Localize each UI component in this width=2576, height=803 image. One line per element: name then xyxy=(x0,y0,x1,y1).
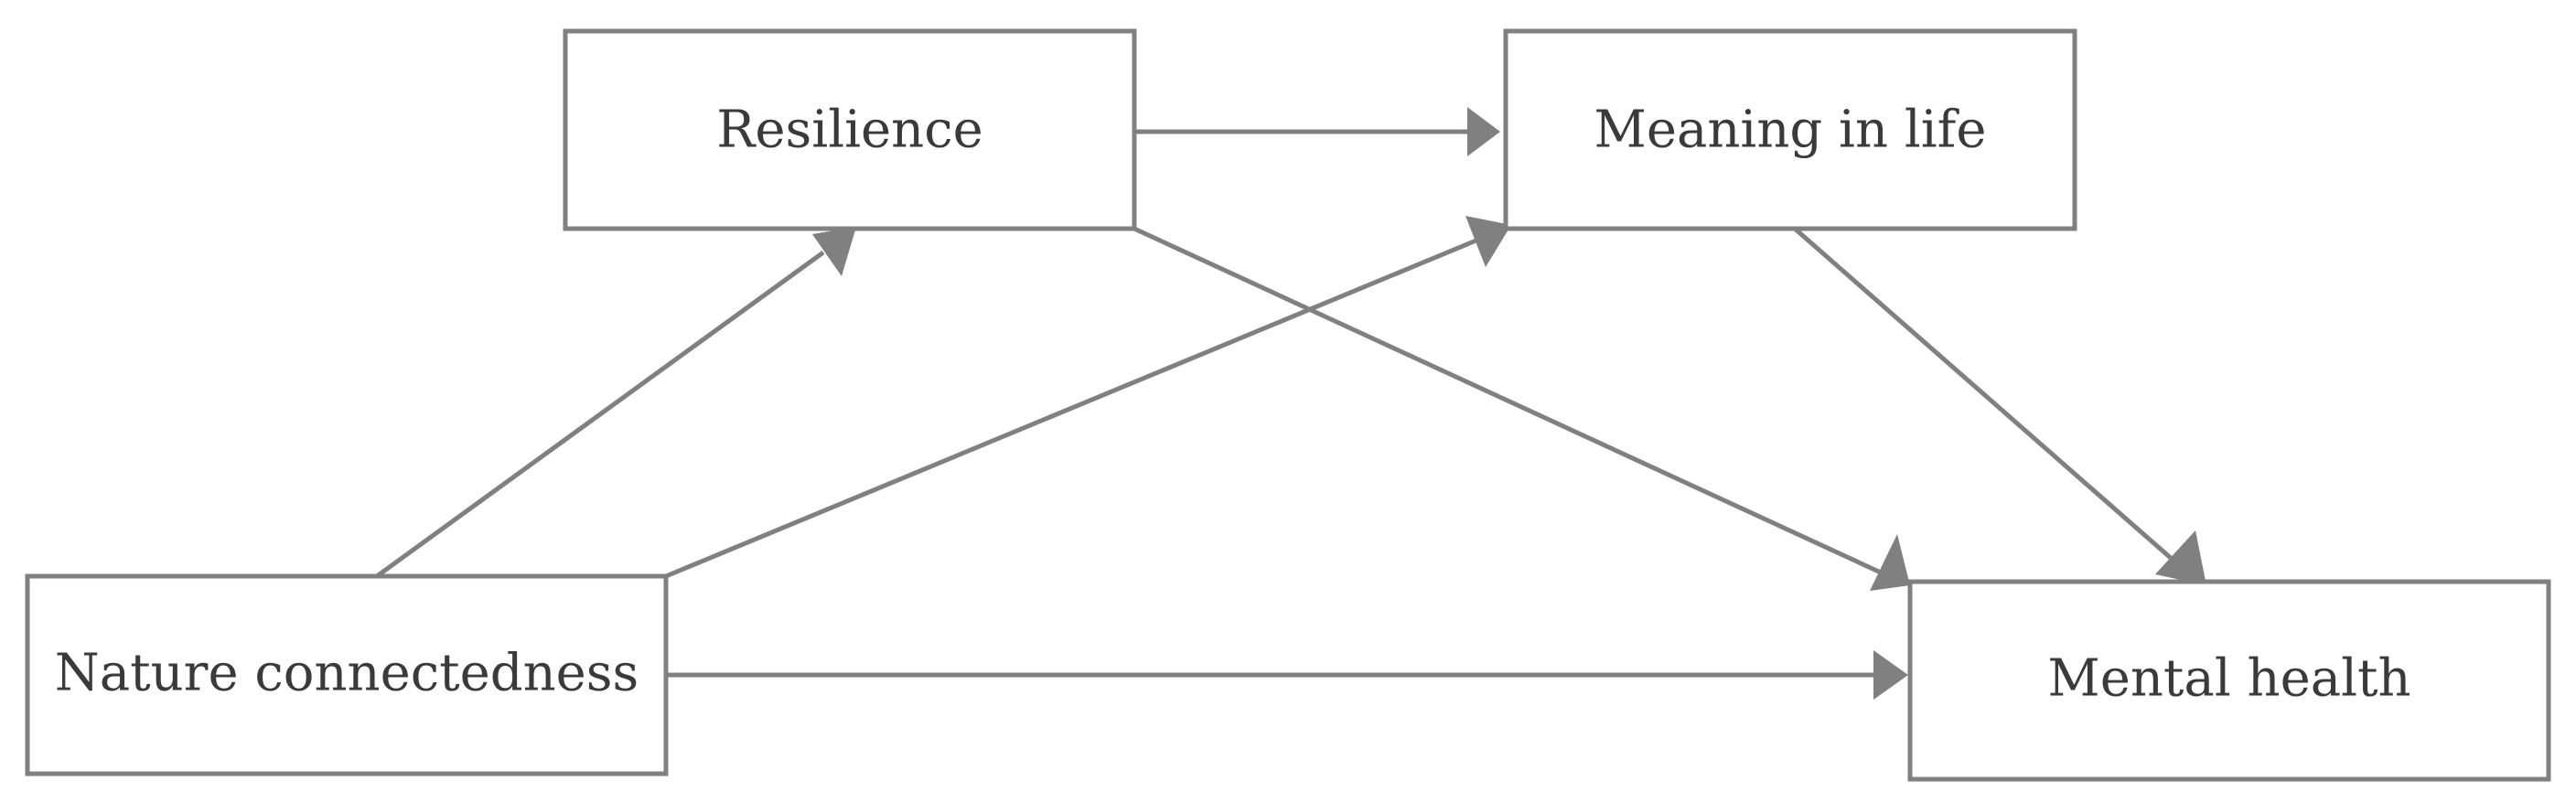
node-resilience-label: Resilience xyxy=(716,101,982,160)
arrowhead-nature-to-resilience xyxy=(812,227,856,276)
node-meaning-box xyxy=(1503,28,2077,231)
arrowhead-nature-to-meaning xyxy=(1465,216,1511,267)
node-meaning-in-life: Meaning in life xyxy=(1503,28,2077,231)
arrowhead-nature-to-mental xyxy=(1873,650,1908,700)
node-resilience-box xyxy=(563,28,1137,231)
node-mental-label: Mental health xyxy=(2047,649,2410,709)
node-mental-health: Mental health xyxy=(1907,579,2551,782)
edge-resilience-to-mental xyxy=(1132,226,1883,575)
node-nature-connectedness: Nature connectedness xyxy=(25,573,669,776)
edge-meaning-to-mental xyxy=(1793,227,2181,567)
arrowhead-meaning-to-mental xyxy=(2155,530,2206,585)
node-nature-box xyxy=(25,573,669,776)
node-resilience: Resilience xyxy=(563,28,1137,231)
arrowhead-resilience-to-meaning xyxy=(1467,107,1500,156)
node-meaning-label: Meaning in life xyxy=(1594,101,1986,160)
edge-nature-to-meaning xyxy=(665,237,1479,579)
edge-nature-to-resilience xyxy=(375,250,825,579)
arrowhead-resilience-to-mental xyxy=(1870,534,1910,591)
edges xyxy=(375,107,2206,700)
node-nature-label: Nature connectedness xyxy=(55,644,639,703)
node-mental-box xyxy=(1907,579,2551,782)
